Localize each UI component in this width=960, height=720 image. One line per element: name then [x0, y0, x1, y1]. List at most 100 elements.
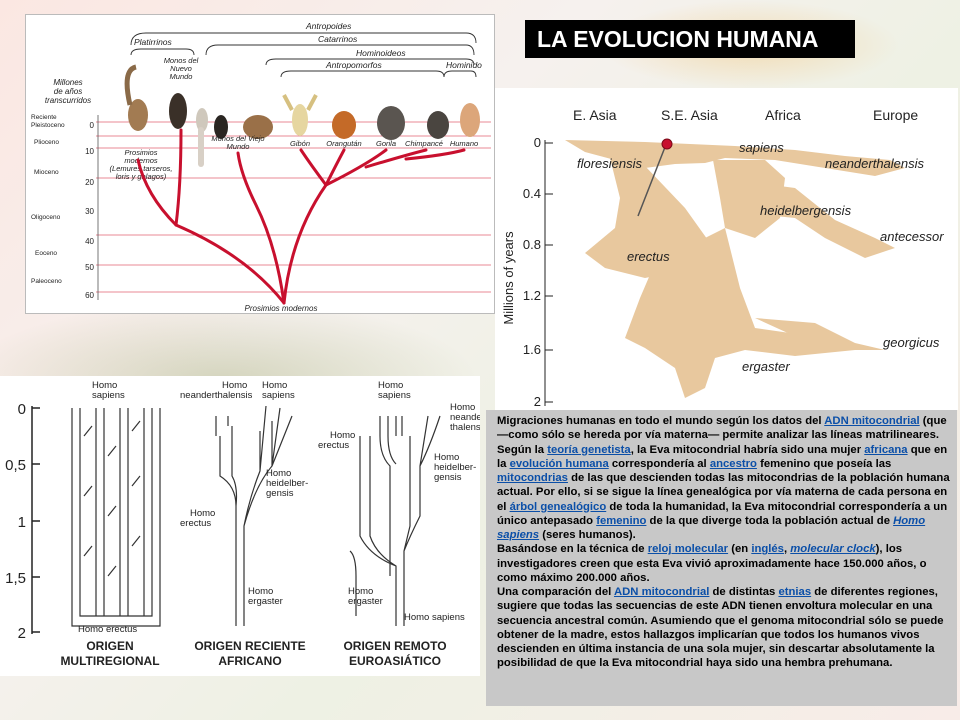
- m2-heidel-1: Homo: [266, 468, 291, 479]
- m2-neander-2: neanderthalensis: [180, 390, 253, 401]
- chimpanzee-figure: [427, 111, 449, 139]
- m3-neander-2: neander: [450, 412, 480, 423]
- m2-erectus-2: erectus: [180, 518, 211, 529]
- link-reloj-molecular[interactable]: reloj molecular: [647, 543, 729, 556]
- tick-60: 60: [85, 291, 94, 300]
- m1-caption-1: ORIGEN: [86, 639, 133, 653]
- m3-heidel-3: gensis: [434, 472, 462, 483]
- species-georgicus: georgicus: [883, 335, 940, 350]
- era-pleistoceno: Pleistoceno: [31, 122, 65, 129]
- link-femenino[interactable]: femenino: [596, 514, 647, 527]
- link-arbol-genealogico[interactable]: árbol genealógico: [509, 500, 607, 513]
- m2-heidel-3: gensis: [266, 488, 294, 499]
- era-mioceno: Mioceno: [34, 169, 59, 176]
- link-adn-mitocondrial[interactable]: ADN mitocondrial: [824, 415, 920, 427]
- m2-caption-2: AFRICANO: [218, 654, 281, 668]
- m3-sapiens-2: sapiens: [378, 390, 411, 401]
- y-tick-0-8: 0.8: [523, 237, 541, 252]
- old-world-monkey-figure: [214, 115, 228, 139]
- taxon-prosimios-1: Prosimios: [125, 148, 158, 157]
- taxon-gibon: Gibón: [290, 139, 310, 148]
- gibbon-figure: [292, 104, 308, 136]
- origin-tick-0-5: 0,5: [5, 457, 26, 474]
- floresiensis-line: [637, 141, 668, 217]
- region-europe: Europe: [873, 107, 918, 123]
- taxon-monos-nuevo-2: Nuevo: [170, 64, 192, 73]
- m2-erectus-1: Homo: [190, 508, 215, 519]
- label-hominido: Hominido: [446, 60, 482, 70]
- y-tick-0-4: 0.4: [523, 186, 541, 201]
- axis-title-line3: transcurridos: [45, 96, 91, 105]
- taxon-humano: Humano: [450, 139, 478, 148]
- group-brackets: [130, 32, 477, 78]
- taxon-gorila: Gorila: [376, 139, 396, 148]
- origin-tick-2: 2: [18, 625, 26, 642]
- m3-erectus-2: erectus: [318, 440, 349, 451]
- primate-illustrations: [124, 64, 480, 167]
- link-adn-mitocondrial-2[interactable]: ADN mitocondrial: [613, 586, 710, 598]
- label-antropomorfos: Antropomorfos: [325, 60, 382, 70]
- tick-20: 20: [85, 178, 94, 187]
- prosimian-figure: [196, 108, 208, 132]
- taxon-prosimios-4: loris y galagos): [116, 172, 167, 181]
- era-reciente: Reciente: [31, 114, 57, 121]
- era-plioceno: Plioceno: [34, 139, 59, 146]
- m3-neander-3: thalensis: [450, 422, 480, 433]
- description-text-box: Migraciones humanas en todo el mundo seg…: [486, 410, 957, 706]
- y-tick-1-2: 1.2: [523, 288, 541, 303]
- m3-heidel-2: heidelber-: [434, 462, 476, 473]
- m2-sapiens-1: Homo: [262, 380, 287, 391]
- link-africana[interactable]: africana: [864, 443, 908, 456]
- m3-ergaster-2: ergaster: [348, 596, 383, 607]
- era-oligoceno: Oligoceno: [31, 214, 61, 221]
- orangutan-figure: [332, 111, 356, 139]
- african-origin-tree: [215, 405, 293, 626]
- taxon-prosimios-2: modernos: [124, 156, 158, 165]
- label-antropoides: Antropoides: [305, 21, 352, 31]
- m3-caption-2: EUROASIÁTICO: [349, 653, 441, 668]
- species-ergaster: ergaster: [742, 359, 790, 374]
- species-antecessor: antecessor: [880, 229, 944, 244]
- label-catarrinos: Catarrinos: [318, 34, 358, 44]
- species-heidelbergensis: heidelbergensis: [760, 203, 852, 218]
- link-homo-sapiens[interactable]: Homo sapiens: [497, 514, 926, 541]
- origin-tick-1: 1: [18, 514, 26, 531]
- human-figure: [460, 103, 480, 137]
- m1-erectus: Homo erectus: [78, 624, 137, 635]
- paragraph-4: Una comparación del ADN mitocondrial de …: [497, 586, 944, 670]
- axis-title-line1: Millones: [53, 78, 82, 87]
- m3-erectus-1: Homo: [330, 430, 355, 441]
- m3-heidel-1: Homo: [434, 452, 459, 463]
- link-etnias[interactable]: etnias: [778, 586, 812, 598]
- region-e-asia: E. Asia: [573, 107, 617, 123]
- m2-sapiens-2: sapiens: [262, 390, 295, 401]
- m1-sapiens-1: Homo: [92, 380, 117, 391]
- m2-neander-1: Homo: [222, 380, 247, 391]
- era-grid: [96, 121, 491, 293]
- m3-caption-1: ORIGEN REMOTO: [343, 639, 446, 653]
- m3-sapiens-1: Homo: [378, 380, 403, 391]
- link-ancestro[interactable]: ancestro: [709, 457, 757, 470]
- species-chart-svg: 0 0.4 0.8 1.2 1.6 2 Millions of years E.…: [501, 107, 944, 409]
- hominin-species-chart: 0 0.4 0.8 1.2 1.6 2 Millions of years E.…: [495, 88, 958, 410]
- link-evolucion-humana[interactable]: evolución humana: [509, 457, 609, 470]
- species-sapiens: sapiens: [739, 140, 784, 155]
- lemur-figure: [128, 99, 148, 131]
- y-tick-1-6: 1.6: [523, 342, 541, 357]
- primate-evolution-tree: Antropoides Platirrinos Catarrinos Homin…: [25, 14, 495, 314]
- phylogeny-branches: [136, 128, 466, 305]
- link-mitocondrias[interactable]: mitocondrias: [497, 472, 568, 484]
- origin-tick-0: 0: [18, 401, 26, 418]
- y-axis-label: Millions of years: [501, 231, 516, 325]
- multiregional-tree: [71, 408, 161, 627]
- m1-caption-2: MULTIREGIONAL: [60, 654, 159, 668]
- era-eoceno: Eoceno: [35, 250, 57, 257]
- floresiensis-marker: [661, 138, 673, 150]
- page-title: LA EVOLUCION HUMANA: [525, 20, 855, 58]
- new-world-monkey-figure: [169, 93, 187, 129]
- link-teoria-genetista[interactable]: teoría genetista: [547, 443, 631, 456]
- link-ingles[interactable]: inglés: [751, 543, 784, 556]
- link-molecular-clock[interactable]: molecular clock: [790, 543, 876, 556]
- tick-10: 10: [85, 147, 94, 156]
- m2-ergaster-1: Homo: [248, 586, 273, 597]
